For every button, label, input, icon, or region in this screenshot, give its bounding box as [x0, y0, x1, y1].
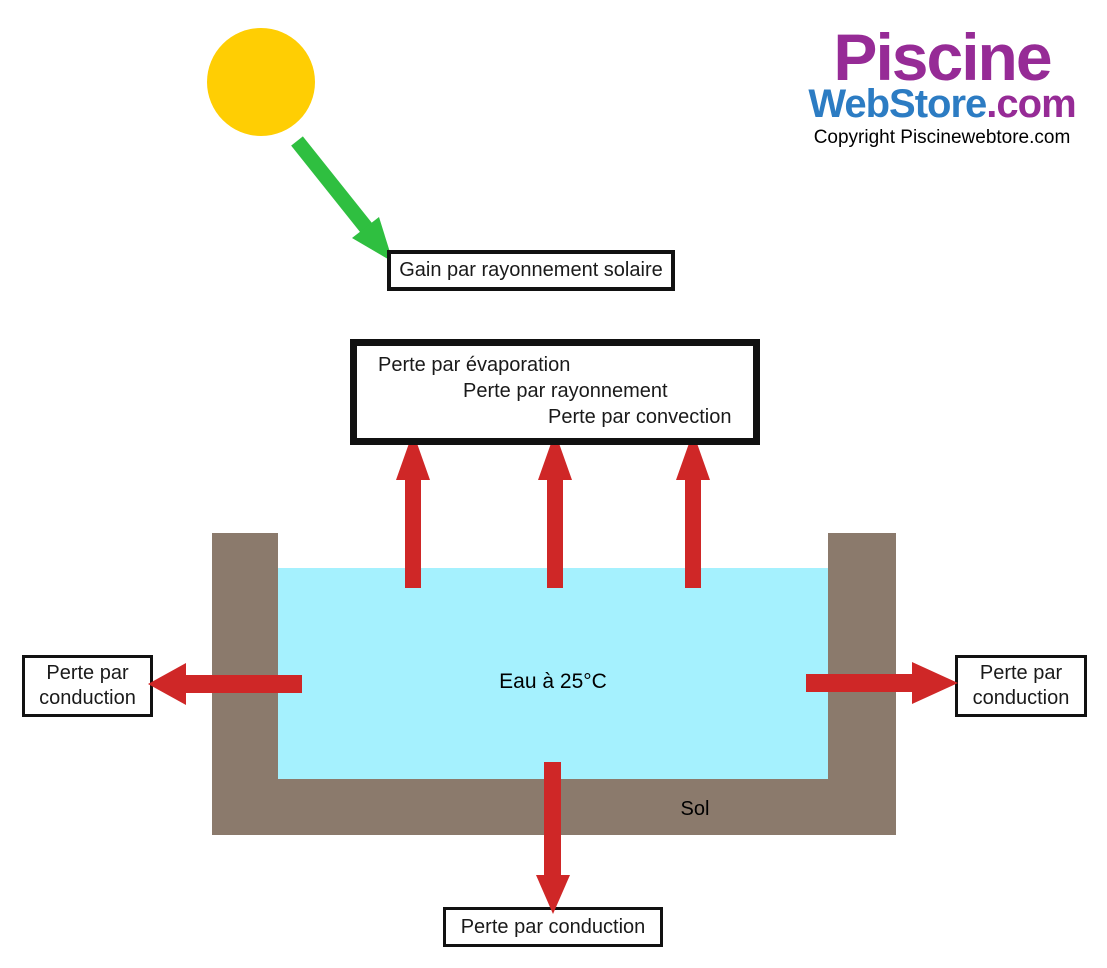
conduction-right-label-box: Perte par conduction [955, 655, 1087, 717]
conduction-arrow-bottom [536, 762, 570, 914]
pool-water [278, 568, 828, 779]
arrow-head-icon [148, 663, 186, 705]
arrow-shaft [685, 479, 701, 588]
sun-icon [207, 28, 315, 136]
loss-arrow-evaporation [396, 432, 430, 588]
conduction-left-label-line2: conduction [39, 687, 136, 709]
loss-arrow-convection [676, 432, 710, 588]
brand-logo: Piscine WebStore.com Copyright Piscinewe… [792, 0, 1092, 160]
loss-convection-label: Perte par convection [548, 406, 732, 428]
conduction-left-label-line1: Perte par [46, 662, 129, 684]
brand-logo-webstore: WebStore [808, 82, 987, 126]
loss-radiation-label: Perte par rayonnement [463, 380, 668, 402]
arrow-shaft [547, 479, 563, 588]
brand-logo-tld: .com [986, 82, 1076, 126]
conduction-right-label-line2: conduction [972, 687, 1070, 709]
arrow-head-icon [536, 875, 570, 914]
arrow-shaft [405, 479, 421, 588]
brand-logo-primary: Piscine [833, 20, 1052, 94]
loss-arrow-radiation [538, 432, 572, 588]
gain-label-box: Gain par rayonnement solaire [387, 250, 675, 291]
conduction-bottom-label: Perte par conduction [460, 915, 646, 938]
conduction-arrow-right [806, 662, 958, 704]
gain-label: Gain par rayonnement solaire [399, 259, 663, 281]
loss-evaporation-label: Perte par évaporation [378, 354, 571, 376]
conduction-right-label-line1: Perte par [979, 662, 1063, 684]
conduction-left-label-box: Perte par conduction [22, 655, 153, 717]
arrow-shaft [806, 674, 913, 692]
arrow-head-icon [912, 662, 958, 704]
losses-label-box: Perte par évaporation Perte par rayonnem… [350, 339, 760, 445]
brand-logo-secondary: WebStore.com [792, 84, 1092, 124]
arrow-shaft [544, 762, 561, 876]
arrow-shaft [185, 675, 302, 693]
water-temperature-label: Eau à 25°C [499, 670, 607, 693]
ground-label: Sol [680, 798, 710, 820]
conduction-arrow-left [148, 663, 302, 705]
copyright-text: Copyright Piscinewebtore.com [813, 127, 1071, 148]
